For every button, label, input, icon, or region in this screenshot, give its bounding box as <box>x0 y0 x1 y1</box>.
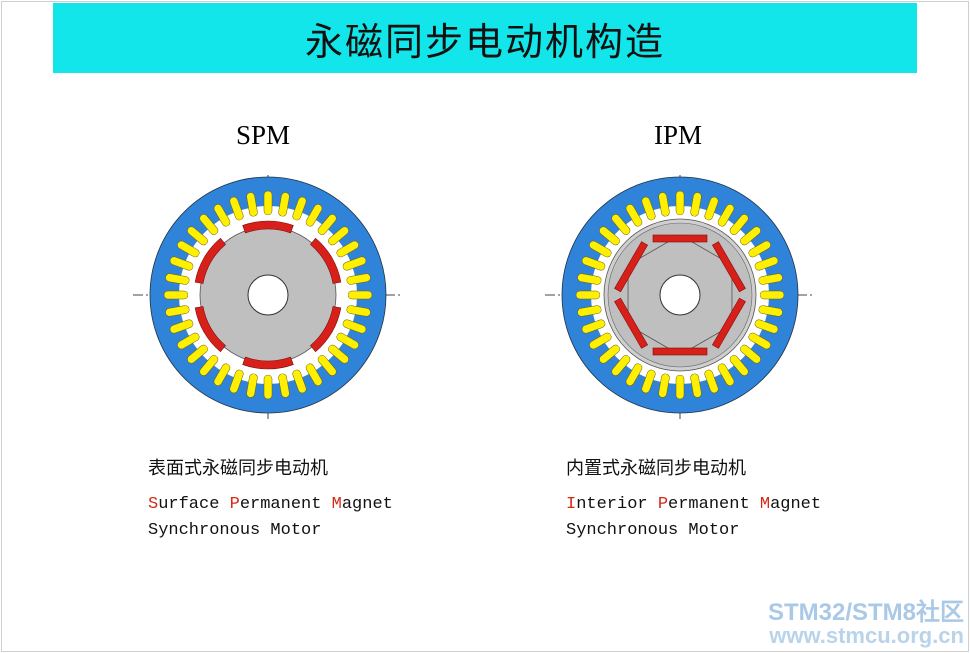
spm-english-run-1: urface <box>158 495 230 514</box>
stator-slot <box>611 214 631 235</box>
spm-english-line2: Synchronous Motor <box>148 521 322 540</box>
ipm-chinese-label: 内置式永磁同步电动机 <box>566 458 746 479</box>
ipm-english-line1: Interior Permanent Magnet <box>566 495 821 514</box>
stator-slot <box>347 290 373 300</box>
spm-english-run-0: S <box>148 495 159 514</box>
stator-slot <box>729 214 749 235</box>
stator-slot <box>199 355 219 376</box>
stator-slot <box>740 226 761 246</box>
surface-magnet <box>194 306 226 353</box>
spm-english-run-2: P <box>229 495 240 514</box>
surface-magnet <box>242 356 294 370</box>
spm-motor-diagram <box>133 175 403 421</box>
ipm-english-run-2: P <box>657 495 669 514</box>
surface-magnet <box>194 237 226 284</box>
stator-slot <box>717 363 735 386</box>
stator-slot <box>641 196 656 221</box>
stator-slot <box>675 374 685 400</box>
stator-slot <box>263 374 273 400</box>
stator-slot <box>328 226 349 246</box>
slide-title: 永磁同步电动机构造 <box>304 19 665 64</box>
stator-slot <box>263 190 273 216</box>
stator-slot <box>575 290 601 300</box>
ipm-english-run-0: I <box>566 495 577 514</box>
stator-slot <box>704 369 719 394</box>
stator-slot <box>748 240 771 258</box>
stator-slot <box>336 240 359 258</box>
interior-magnet <box>614 297 649 349</box>
stator-slot <box>675 190 685 216</box>
interior-magnet <box>652 234 708 243</box>
stator-slot <box>328 344 349 364</box>
ipm-heading: IPM <box>653 120 702 150</box>
stator-slot <box>740 344 761 364</box>
stator-slot <box>213 363 231 386</box>
stator-slot <box>599 226 620 246</box>
title-banner: 永磁同步电动机构造 <box>53 3 917 73</box>
stator-slot <box>611 355 631 376</box>
stator-slot <box>589 240 612 258</box>
watermark-line1: STM32/STM8社区 <box>767 599 964 626</box>
interior-magnet <box>614 241 649 293</box>
ipm-english-run-1: nterior <box>576 495 658 514</box>
ipm-english-run-5: agnet <box>770 495 822 514</box>
stator-slot <box>729 355 749 376</box>
stator-slot <box>229 196 244 221</box>
surface-magnet <box>310 237 342 284</box>
stator-slot <box>759 290 785 300</box>
interior-magnet <box>652 347 708 356</box>
watermark: STM32/STM8社区 www.stmcu.org.cn <box>768 592 964 649</box>
ipm-english-run-4: M <box>759 495 771 514</box>
stator-slot <box>599 344 620 364</box>
surface-magnet <box>242 220 294 234</box>
spm-english-run-4: M <box>331 495 342 514</box>
surface-magnet <box>310 306 342 353</box>
spm-english-run-5: agnet <box>341 495 393 514</box>
stator-slot <box>305 363 323 386</box>
spm-english-run-3: ermanent <box>239 495 332 514</box>
stator-slot <box>625 363 643 386</box>
spm-english-line1: Surface Permanent Magnet <box>148 495 393 514</box>
spm-heading: SPM <box>235 120 291 150</box>
stator-slot <box>748 332 771 350</box>
spm-chinese-label: 表面式永磁同步电动机 <box>148 458 328 479</box>
stator-slot <box>229 369 244 394</box>
interior-magnet <box>711 297 746 349</box>
watermark-line2: www.stmcu.org.cn <box>769 623 964 648</box>
stator-slot <box>246 192 258 217</box>
stator-slot <box>336 332 359 350</box>
stator-slot <box>163 290 189 300</box>
shaft-hole <box>247 274 289 316</box>
ipm-english-run-3: ermanent <box>668 495 760 514</box>
ipm-motor-diagram <box>545 175 815 421</box>
stator-slot <box>317 355 337 376</box>
stator-slot <box>704 196 719 221</box>
stator-slot <box>641 369 656 394</box>
interior-magnet <box>711 241 746 293</box>
ipm-english-line2: Synchronous Motor <box>566 521 740 540</box>
shaft-hole <box>659 274 701 316</box>
stator-slot <box>589 332 612 350</box>
